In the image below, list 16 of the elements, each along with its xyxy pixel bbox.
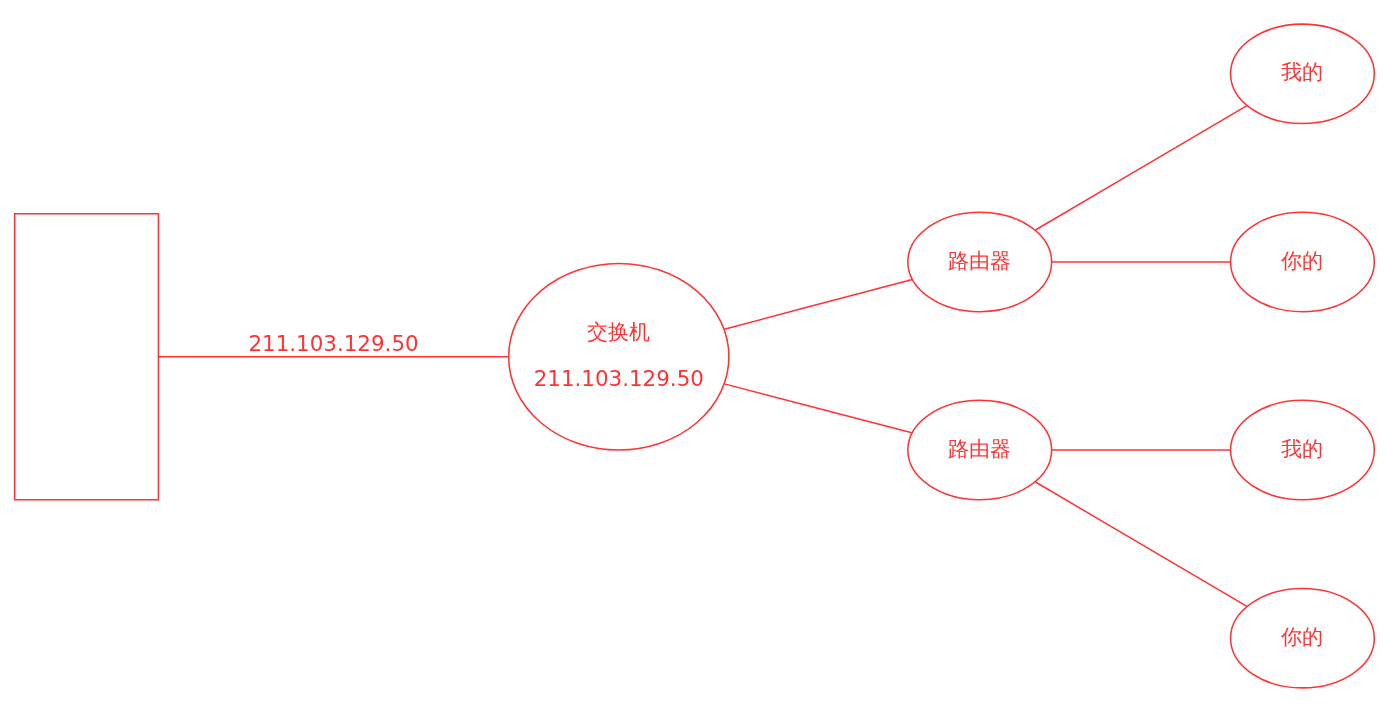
node-ellipse: 路由器 — [907, 399, 1053, 501]
edge-label: 211.103.129.50 — [248, 330, 419, 356]
node-ellipse: 你的 — [1229, 587, 1376, 689]
connector — [1051, 448, 1232, 451]
node-ellipse: 你的 — [1229, 210, 1376, 312]
node-ellipse: 我的 — [1229, 399, 1376, 501]
connector — [1034, 480, 1248, 607]
connector — [1051, 260, 1232, 263]
connector — [158, 355, 510, 358]
node-ellipse: 我的 — [1229, 22, 1376, 124]
connector — [1034, 104, 1248, 231]
connector — [723, 382, 913, 433]
node-ellipse: 路由器 — [907, 210, 1053, 312]
node-ellipse: 交换机 211.103.129.50 — [507, 262, 730, 451]
connector — [723, 278, 914, 330]
node-box — [13, 212, 160, 501]
